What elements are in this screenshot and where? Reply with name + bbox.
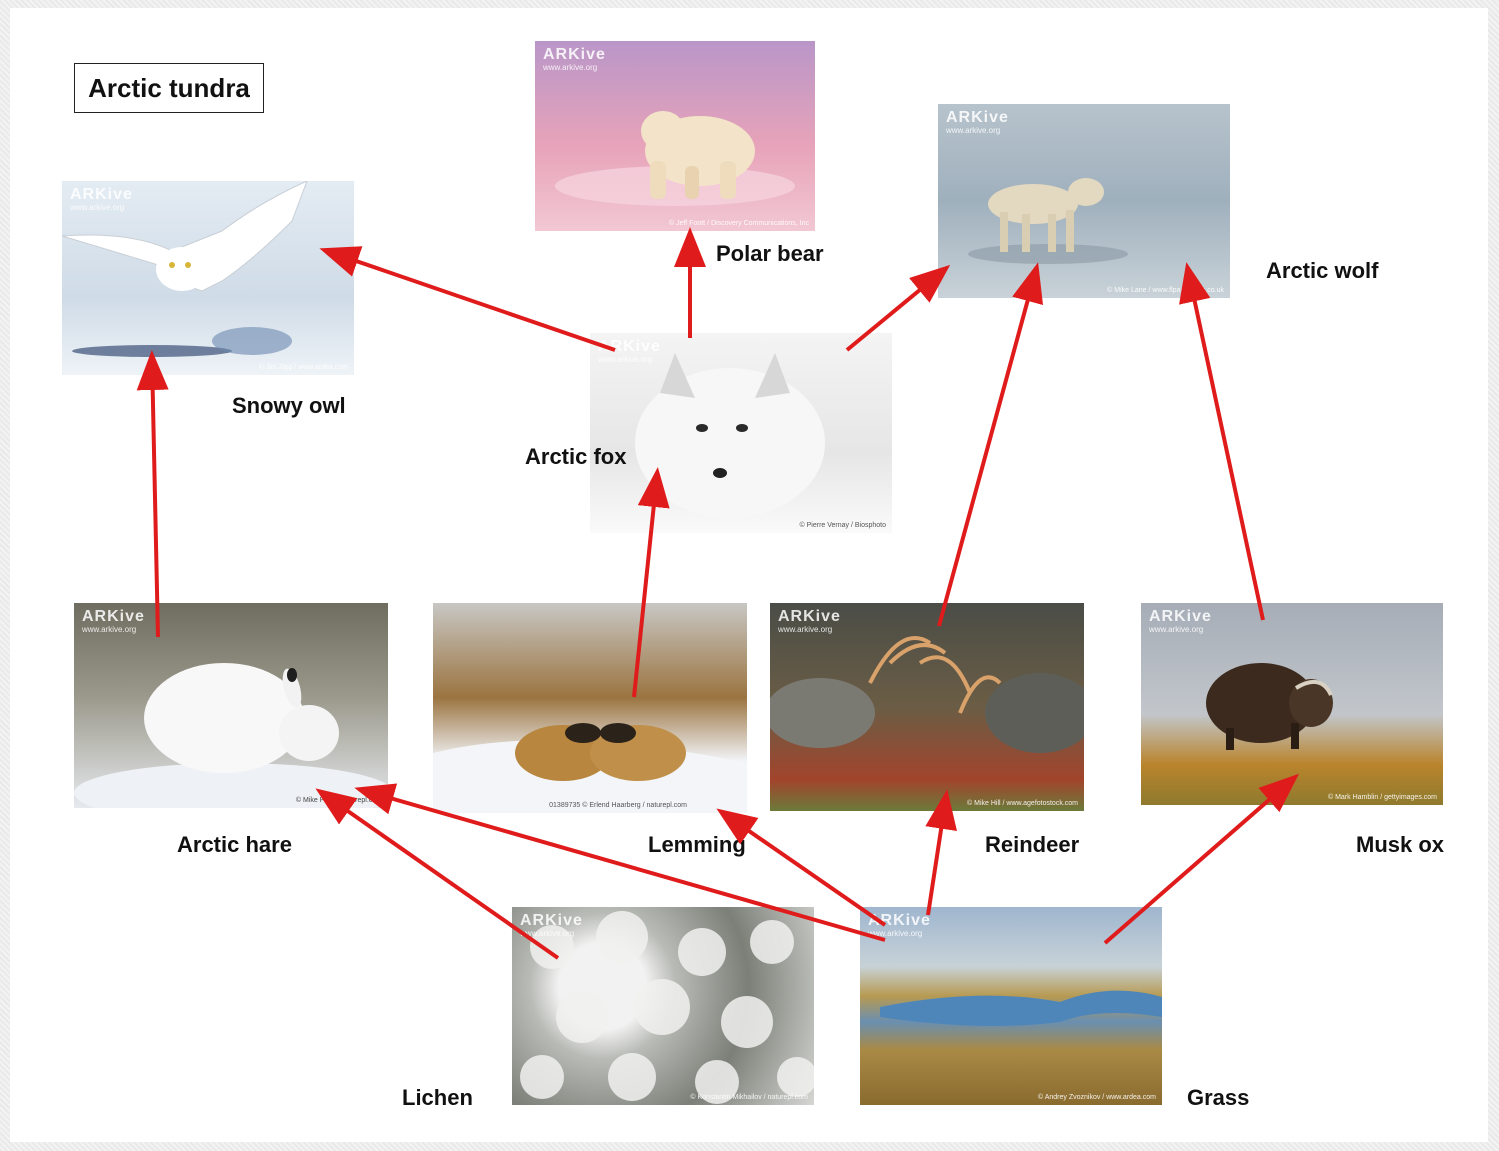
photo-credit: 01389735 © Erlend Haarberg / naturepl.co… — [549, 802, 687, 809]
label-arctic-hare: Arctic hare — [177, 832, 292, 857]
arrow-arctic-hare-to-snowy-owl — [136, 350, 169, 638]
photo-credit: © Pierre Vernay / Biosphoto — [799, 522, 886, 529]
photo-credit: © Konstantin Mikhailov / naturepl.com — [690, 1094, 808, 1101]
label-arctic-fox: Arctic fox — [525, 444, 627, 469]
arrow-arctic-fox-to-arctic-wolf — [845, 264, 951, 352]
label-lichen: Lichen — [402, 1085, 473, 1110]
arrow-reindeer-to-arctic-wolf — [937, 262, 1044, 627]
arrow-grass-to-lemming — [716, 808, 887, 927]
label-polar-bear: Polar bear — [716, 241, 824, 266]
label-reindeer: Reindeer — [985, 832, 1080, 857]
arrow-musk-ox-to-arctic-wolf — [1179, 262, 1265, 621]
lemming-photo: 01389735 © Erlend Haarberg / naturepl.co… — [433, 603, 747, 813]
arrow-lemming-to-arctic-fox — [632, 467, 670, 698]
polar-bear-silhouette — [555, 111, 795, 206]
label-grass: Grass — [1187, 1085, 1250, 1110]
lichen-texture — [520, 911, 814, 1104]
photo-credit: © Mark Hamblin / gettyimages.com — [1327, 794, 1437, 801]
arctic-fox-silhouette — [635, 353, 825, 518]
musk-ox-silhouette — [1206, 663, 1333, 750]
arrow-grass-to-reindeer — [925, 789, 957, 916]
reindeer-silhouette — [770, 636, 1084, 753]
label-snowy-owl: Snowy owl — [232, 393, 346, 418]
arrow-grass-to-arctic-hare — [354, 783, 886, 942]
arctic-wolf-silhouette — [968, 178, 1128, 264]
snowy-owl-silhouette — [62, 181, 308, 357]
photo-credit: © Mike Lane / www.flpa-images.co.uk — [1107, 287, 1224, 294]
photo-credit: © Mike Hill / www.agefotostock.com — [967, 800, 1078, 807]
photo-credit: © Jim Zipp / www.ardea.com — [258, 364, 348, 371]
arrow-lichen-to-arctic-hare — [315, 788, 560, 960]
arrow-arctic-fox-to-snowy-owl — [319, 246, 616, 352]
label-musk-ox: Musk ox — [1356, 832, 1445, 857]
arctic-hare-silhouette — [74, 663, 388, 808]
arrow-grass-to-musk-ox — [1103, 773, 1300, 945]
photo-credit: © Andrey Zvoznikov / www.ardea.com — [1038, 1094, 1156, 1101]
lemming-silhouette — [433, 723, 747, 813]
label-arctic-wolf: Arctic wolf — [1266, 258, 1379, 283]
diagram-title: Arctic tundra — [74, 63, 264, 113]
grass-landscape — [880, 990, 1162, 1026]
photo-credit: © Jeff Foott / Discovery Communications,… — [668, 220, 809, 227]
